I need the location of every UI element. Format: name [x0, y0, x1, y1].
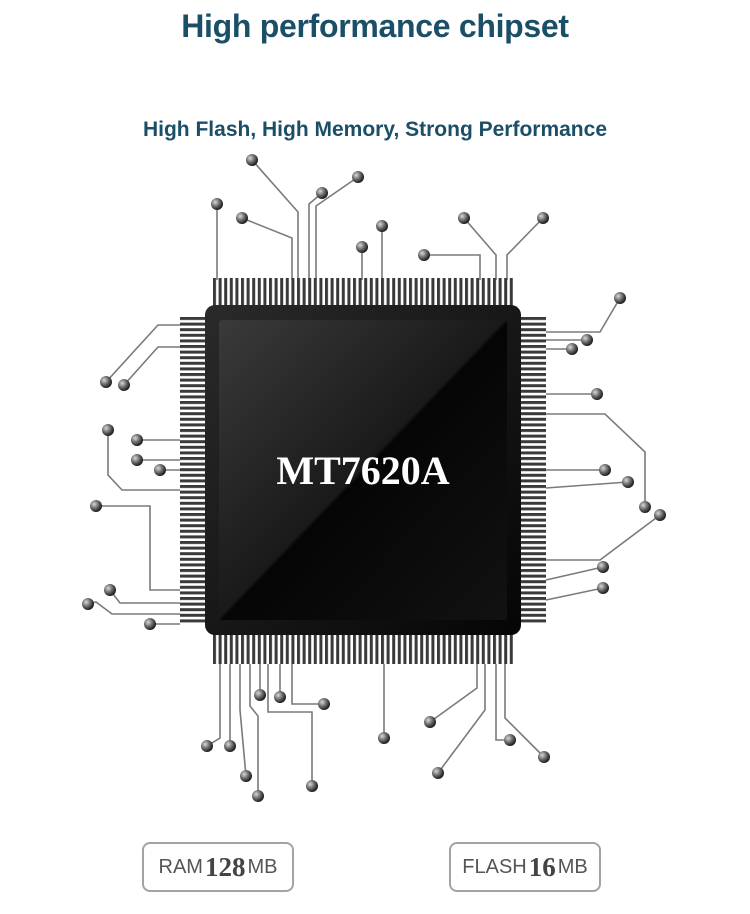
trace-endpoint: [318, 698, 330, 710]
chip-model-label: MT7620A: [276, 448, 449, 493]
trace-endpoint: [90, 500, 102, 512]
trace-endpoint: [376, 220, 388, 232]
circuit-trace: [96, 505, 180, 591]
circuit-trace: [546, 413, 646, 507]
trace-endpoint: [118, 379, 130, 391]
circuit-trace: [545, 587, 604, 601]
trace-endpoint: [356, 241, 368, 253]
ram-unit: MB: [247, 855, 278, 878]
trace-endpoint: [131, 454, 143, 466]
circuit-trace: [506, 217, 544, 280]
trace-endpoint: [418, 249, 430, 261]
circuit-trace: [249, 664, 259, 796]
trace-endpoint: [622, 476, 634, 488]
trace-endpoint: [201, 740, 213, 752]
circuit-trace: [546, 514, 661, 561]
circuit-trace: [123, 346, 180, 386]
trace-endpoint: [274, 691, 286, 703]
circuit-trace: [315, 176, 359, 280]
trace-endpoint: [352, 171, 364, 183]
trace-endpoint: [537, 212, 549, 224]
ram-label: RAM: [158, 855, 203, 878]
trace-endpoint: [597, 582, 609, 594]
flash-label: FLASH: [462, 855, 527, 878]
circuit-traces: [87, 159, 661, 796]
chip-pins-bottom: [213, 634, 513, 664]
trace-endpoint: [144, 618, 156, 630]
trace-endpoint: [538, 751, 550, 763]
trace-endpoint: [614, 292, 626, 304]
trace-endpoint: [458, 212, 470, 224]
trace-endpoint: [432, 767, 444, 779]
trace-endpoint: [131, 434, 143, 446]
trace-endpoint: [639, 501, 651, 513]
page-subtitle: High Flash, High Memory, Strong Performa…: [142, 118, 607, 141]
circuit-trace: [109, 589, 180, 604]
flash-unit: MB: [557, 855, 588, 878]
trace-endpoint: [211, 198, 223, 210]
trace-endpoint: [597, 561, 609, 573]
trace-endpoint: [591, 388, 603, 400]
trace-endpoint: [154, 464, 166, 476]
trace-endpoint: [104, 584, 116, 596]
circuit-trace: [291, 664, 324, 705]
chip-pins-right: [518, 317, 546, 623]
trace-endpoint: [254, 689, 266, 701]
trace-endpoint: [100, 376, 112, 388]
trace-endpoint: [504, 734, 516, 746]
page-title: High performance chipset: [181, 8, 569, 44]
trace-endpoint: [82, 598, 94, 610]
trace-endpoint: [246, 154, 258, 166]
trace-endpoint: [424, 716, 436, 728]
circuit-trace: [241, 217, 293, 280]
circuit-trace: [424, 254, 481, 280]
trace-endpoint: [252, 790, 264, 802]
trace-endpoints: [82, 154, 666, 802]
ram-spec-badge: RAM 128 MB: [142, 842, 294, 892]
trace-endpoint: [236, 212, 248, 224]
chip-top-face: [219, 320, 507, 620]
trace-endpoint: [654, 509, 666, 521]
circuit-trace: [251, 159, 299, 280]
chip-pins-left: [180, 317, 208, 623]
trace-endpoint: [240, 770, 252, 782]
trace-endpoint: [566, 343, 578, 355]
trace-endpoint: [581, 334, 593, 346]
circuit-trace: [429, 664, 478, 723]
circuit-trace: [546, 297, 621, 333]
ram-value: 128: [204, 851, 246, 882]
trace-endpoint: [102, 424, 114, 436]
trace-endpoint: [316, 187, 328, 199]
circuit-trace: [545, 481, 629, 489]
circuit-trace: [437, 664, 486, 774]
flash-value: 16: [528, 851, 556, 882]
circuit-trace: [107, 430, 180, 491]
circuit-trace: [105, 324, 180, 383]
circuit-trace: [504, 664, 545, 758]
trace-endpoint: [306, 780, 318, 792]
trace-endpoint: [378, 732, 390, 744]
circuit-trace: [267, 664, 313, 786]
trace-endpoint: [599, 464, 611, 476]
chip-pins-top: [213, 278, 513, 308]
trace-endpoint: [224, 740, 236, 752]
circuit-trace: [463, 217, 497, 280]
circuit-trace: [545, 566, 604, 581]
circuit-trace: [206, 664, 221, 747]
circuit-trace: [495, 664, 510, 741]
flash-spec-badge: FLASH 16 MB: [449, 842, 601, 892]
circuit-trace: [239, 664, 247, 777]
